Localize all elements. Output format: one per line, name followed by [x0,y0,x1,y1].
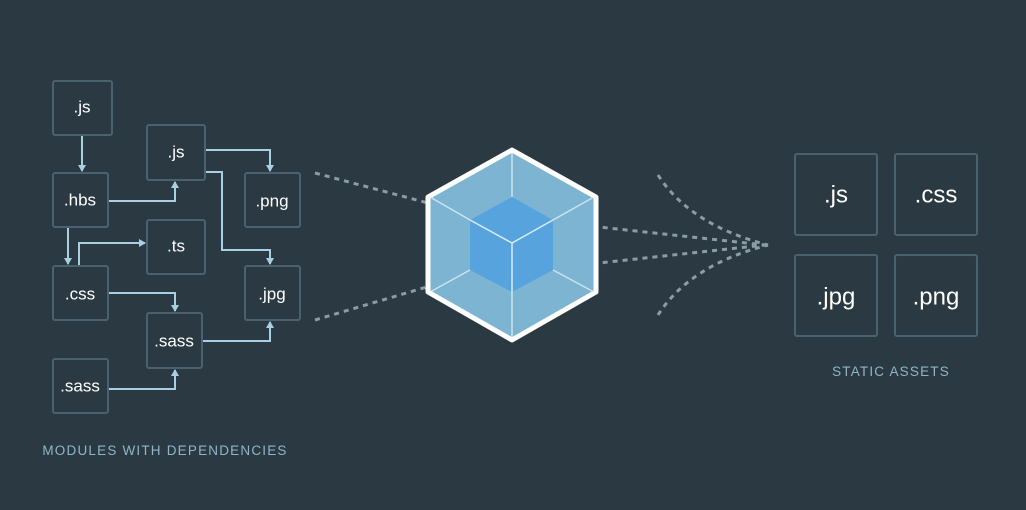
module-ts: .ts [146,219,206,275]
svg-text:.js: .js [168,143,185,162]
modules-caption: MODULES WITH DEPENDENCIES [42,443,287,458]
asset-js: .js [794,153,878,236]
assets-caption: STATIC ASSETS [832,364,950,379]
svg-text:.jpg: .jpg [817,284,856,311]
svg-text:.css: .css [65,285,95,304]
module-hbs: .hbs [52,172,109,228]
svg-text:.png: .png [255,192,288,211]
asset-boxes: .js .css .jpg .png [794,153,978,337]
asset-png: .png [894,254,978,337]
svg-text:.jpg: .jpg [258,285,285,304]
webpack-logo [425,147,599,343]
module-png: .png [244,172,301,228]
dependency-arrows [64,135,274,390]
module-js-1: .js [52,80,113,136]
svg-text:.css: .css [915,182,958,209]
svg-text:.js: .js [824,182,848,209]
svg-text:.hbs: .hbs [64,191,96,210]
svg-text:.sass: .sass [60,377,100,396]
svg-text:.ts: .ts [167,237,185,256]
svg-text:.png: .png [913,284,960,311]
module-jpg: .jpg [244,265,301,321]
svg-text:.sass: .sass [154,332,194,351]
module-sass-2: .sass [52,358,109,414]
svg-text:.js: .js [74,98,91,117]
flow-lines [314,171,769,322]
asset-css: .css [894,153,978,236]
asset-jpg: .jpg [794,254,878,337]
module-boxes: .js .js .hbs .png .ts .css .jpg .sass .s… [52,80,301,414]
module-css: .css [52,265,109,321]
module-js-2: .js [146,124,206,181]
module-sass-1: .sass [146,312,203,369]
